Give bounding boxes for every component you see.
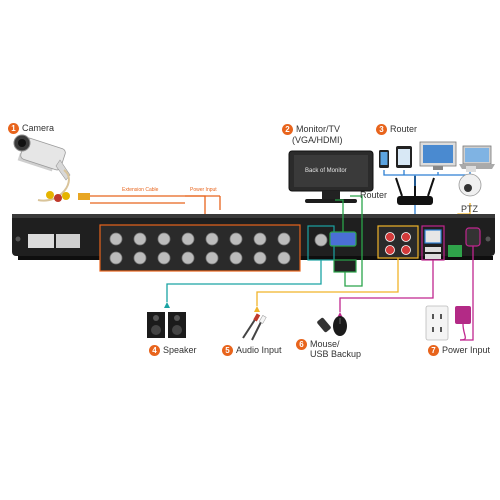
back-of-monitor-text: Back of Monitor	[305, 168, 347, 174]
hdmi-port	[333, 259, 357, 273]
power-outlet-icon	[425, 305, 449, 341]
extension-cable-label: Extension Cable	[122, 187, 159, 193]
monitor-cables	[335, 195, 363, 287]
power-number-badge: 7	[428, 345, 439, 357]
audio-arrow-icon	[254, 306, 260, 312]
ptz-terminal	[448, 245, 462, 257]
mouse-sublabel: USB Backup	[310, 349, 362, 359]
mouse-number-badge: 6	[296, 339, 307, 351]
camera-cables	[90, 195, 221, 215]
audio-input-icon	[242, 313, 267, 341]
dvr-recorder	[12, 214, 495, 273]
ptz-label: PTZ	[461, 204, 478, 214]
desktop-computer-icon	[419, 141, 457, 170]
bnc-video-inputs	[109, 232, 291, 265]
monitor-sublabel: (VGA/HDMI)	[292, 135, 343, 145]
smartphone-icon	[379, 150, 389, 168]
rca-audio-ports	[385, 232, 411, 255]
monitor-icon	[288, 150, 374, 203]
ptz-camera-icon	[458, 166, 482, 197]
laptop-icon	[459, 145, 495, 169]
usb-port-2	[425, 254, 441, 259]
audio-output-port	[314, 233, 328, 247]
speaker-cable	[166, 260, 322, 302]
mouse-cable	[339, 260, 434, 312]
speaker-icon	[147, 312, 186, 338]
vga-port	[329, 231, 357, 247]
router-number-badge: 3	[376, 124, 387, 136]
power-cable	[460, 246, 474, 341]
audio-input-cable	[256, 258, 399, 306]
tablet-icon	[396, 146, 412, 168]
speaker-number-badge: 4	[149, 345, 160, 357]
camera-number-badge: 1	[8, 123, 19, 135]
camera-icon	[13, 134, 90, 202]
usb-port-1	[425, 247, 441, 252]
monitor-number-badge: 2	[282, 124, 293, 136]
dc-power-port	[465, 227, 481, 247]
power-input-cable-label: Power Input	[190, 187, 217, 193]
router-device-label: Router	[360, 190, 388, 200]
lan-port	[424, 229, 442, 244]
mouse-usb-icon	[317, 316, 347, 336]
speaker-arrow-icon	[164, 302, 170, 308]
power-adapter-icon	[455, 306, 471, 341]
audio-input-number-badge: 5	[222, 345, 233, 357]
